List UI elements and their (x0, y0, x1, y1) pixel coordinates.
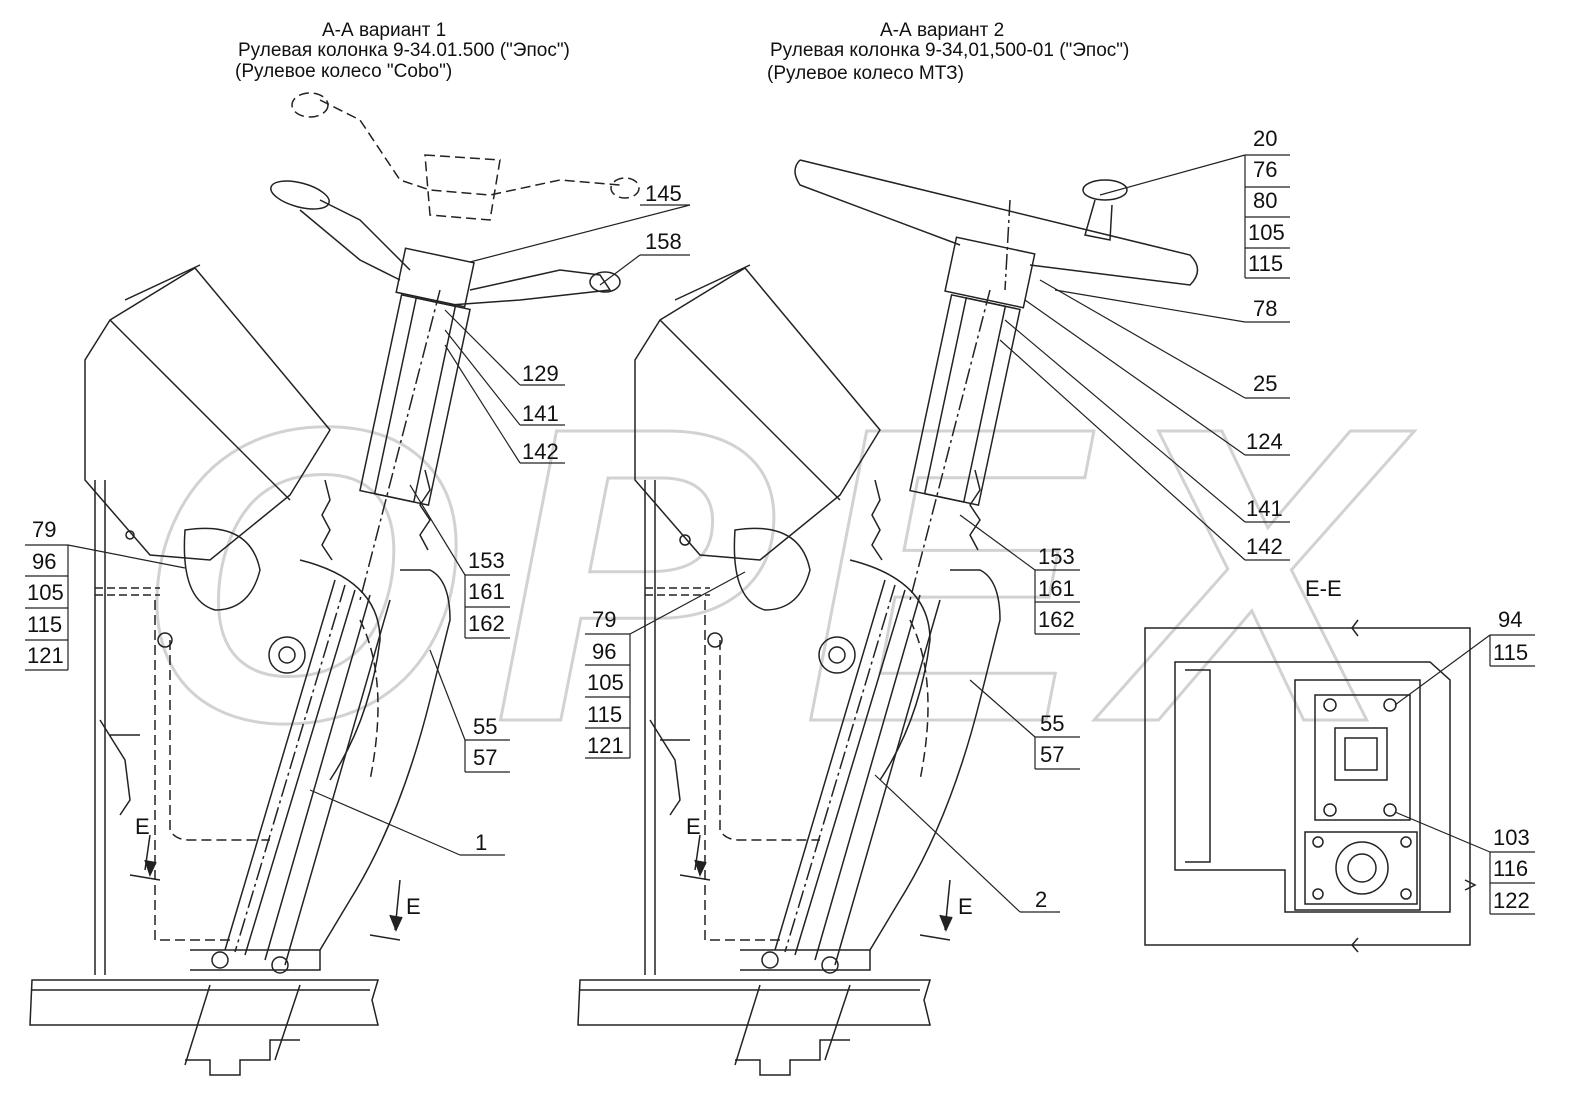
callout-label: 161 (468, 579, 505, 604)
callout-label: 161 (1038, 576, 1075, 601)
callout-label: 116 (1493, 856, 1529, 881)
callout-label: 142 (1246, 534, 1283, 559)
callout-label: 122 (1493, 888, 1530, 913)
callout-label: 142 (522, 439, 559, 464)
leader-lines (25, 154, 1535, 915)
variant2-assembly (577, 159, 1199, 1076)
section-ee (1144, 619, 1477, 953)
callout-label: 124 (1246, 429, 1283, 454)
section-mark-e3: Е (686, 814, 701, 839)
callout-label: 105 (1248, 220, 1285, 245)
callout-label: 55 (473, 714, 498, 739)
callout-label: 96 (592, 639, 617, 664)
callout-label: 162 (1038, 607, 1075, 632)
callout-label: 115 (27, 612, 63, 637)
callout-label: 141 (522, 401, 559, 426)
callout-label: 57 (1040, 742, 1065, 767)
callout-label: 153 (468, 548, 505, 573)
callout-label: 105 (587, 670, 624, 695)
callout-label: 141 (1246, 496, 1283, 521)
callout-label: 94 (1498, 607, 1523, 632)
callout-label: 2 (1035, 887, 1048, 912)
callout-label: 115 (1493, 640, 1529, 665)
variant1-title-line2: Рулевая колонка 9-34.01.500 ("Эпос") (238, 40, 570, 61)
watermark-logo: OPEX (136, 341, 1423, 810)
callout-label: 78 (1253, 296, 1278, 321)
callout-label: 115 (587, 702, 623, 727)
callout-label: 103 (1493, 825, 1530, 850)
callout-label: 121 (27, 643, 64, 668)
variant1-title-line1: А-А вариант 1 (322, 20, 447, 41)
section-ee-title: Е-Е (1305, 576, 1342, 601)
callout-label: 115 (1248, 251, 1284, 276)
callout-label: 1 (475, 830, 488, 855)
callout-label: 57 (473, 745, 498, 770)
callout-label: 121 (587, 733, 624, 758)
section-mark-e4: Е (958, 894, 973, 919)
variant1-title-line3: (Рулевое колесо "Cobo") (235, 61, 453, 82)
callout-label: 96 (32, 549, 57, 574)
variant2-title-line2: Рулевая колонка 9-34,01,500-01 ("Эпос") (770, 40, 1130, 61)
callout-label: 145 (645, 181, 682, 206)
callout-label: 162 (468, 611, 505, 636)
callout-label: 153 (1038, 544, 1075, 569)
callout-label: 79 (592, 607, 617, 632)
section-mark-e2: Е (406, 894, 421, 919)
callout-label: 25 (1253, 371, 1278, 396)
variant2-title-line3: (Рулевое колесо МТЗ) (767, 63, 964, 84)
callout-label: 55 (1040, 711, 1065, 736)
callout-label: 79 (32, 517, 57, 542)
callout-label: 129 (522, 361, 559, 386)
callout-label: 20 (1253, 126, 1278, 151)
section-mark-e1: Е (135, 814, 150, 839)
callout-label: 76 (1253, 157, 1278, 182)
variant1-assembly (29, 92, 640, 1076)
callout-label: 80 (1253, 188, 1278, 213)
variant2-title-line1: А-А вариант 2 (880, 20, 1005, 41)
callout-label: 105 (27, 580, 64, 605)
callout-label: 158 (645, 229, 682, 254)
